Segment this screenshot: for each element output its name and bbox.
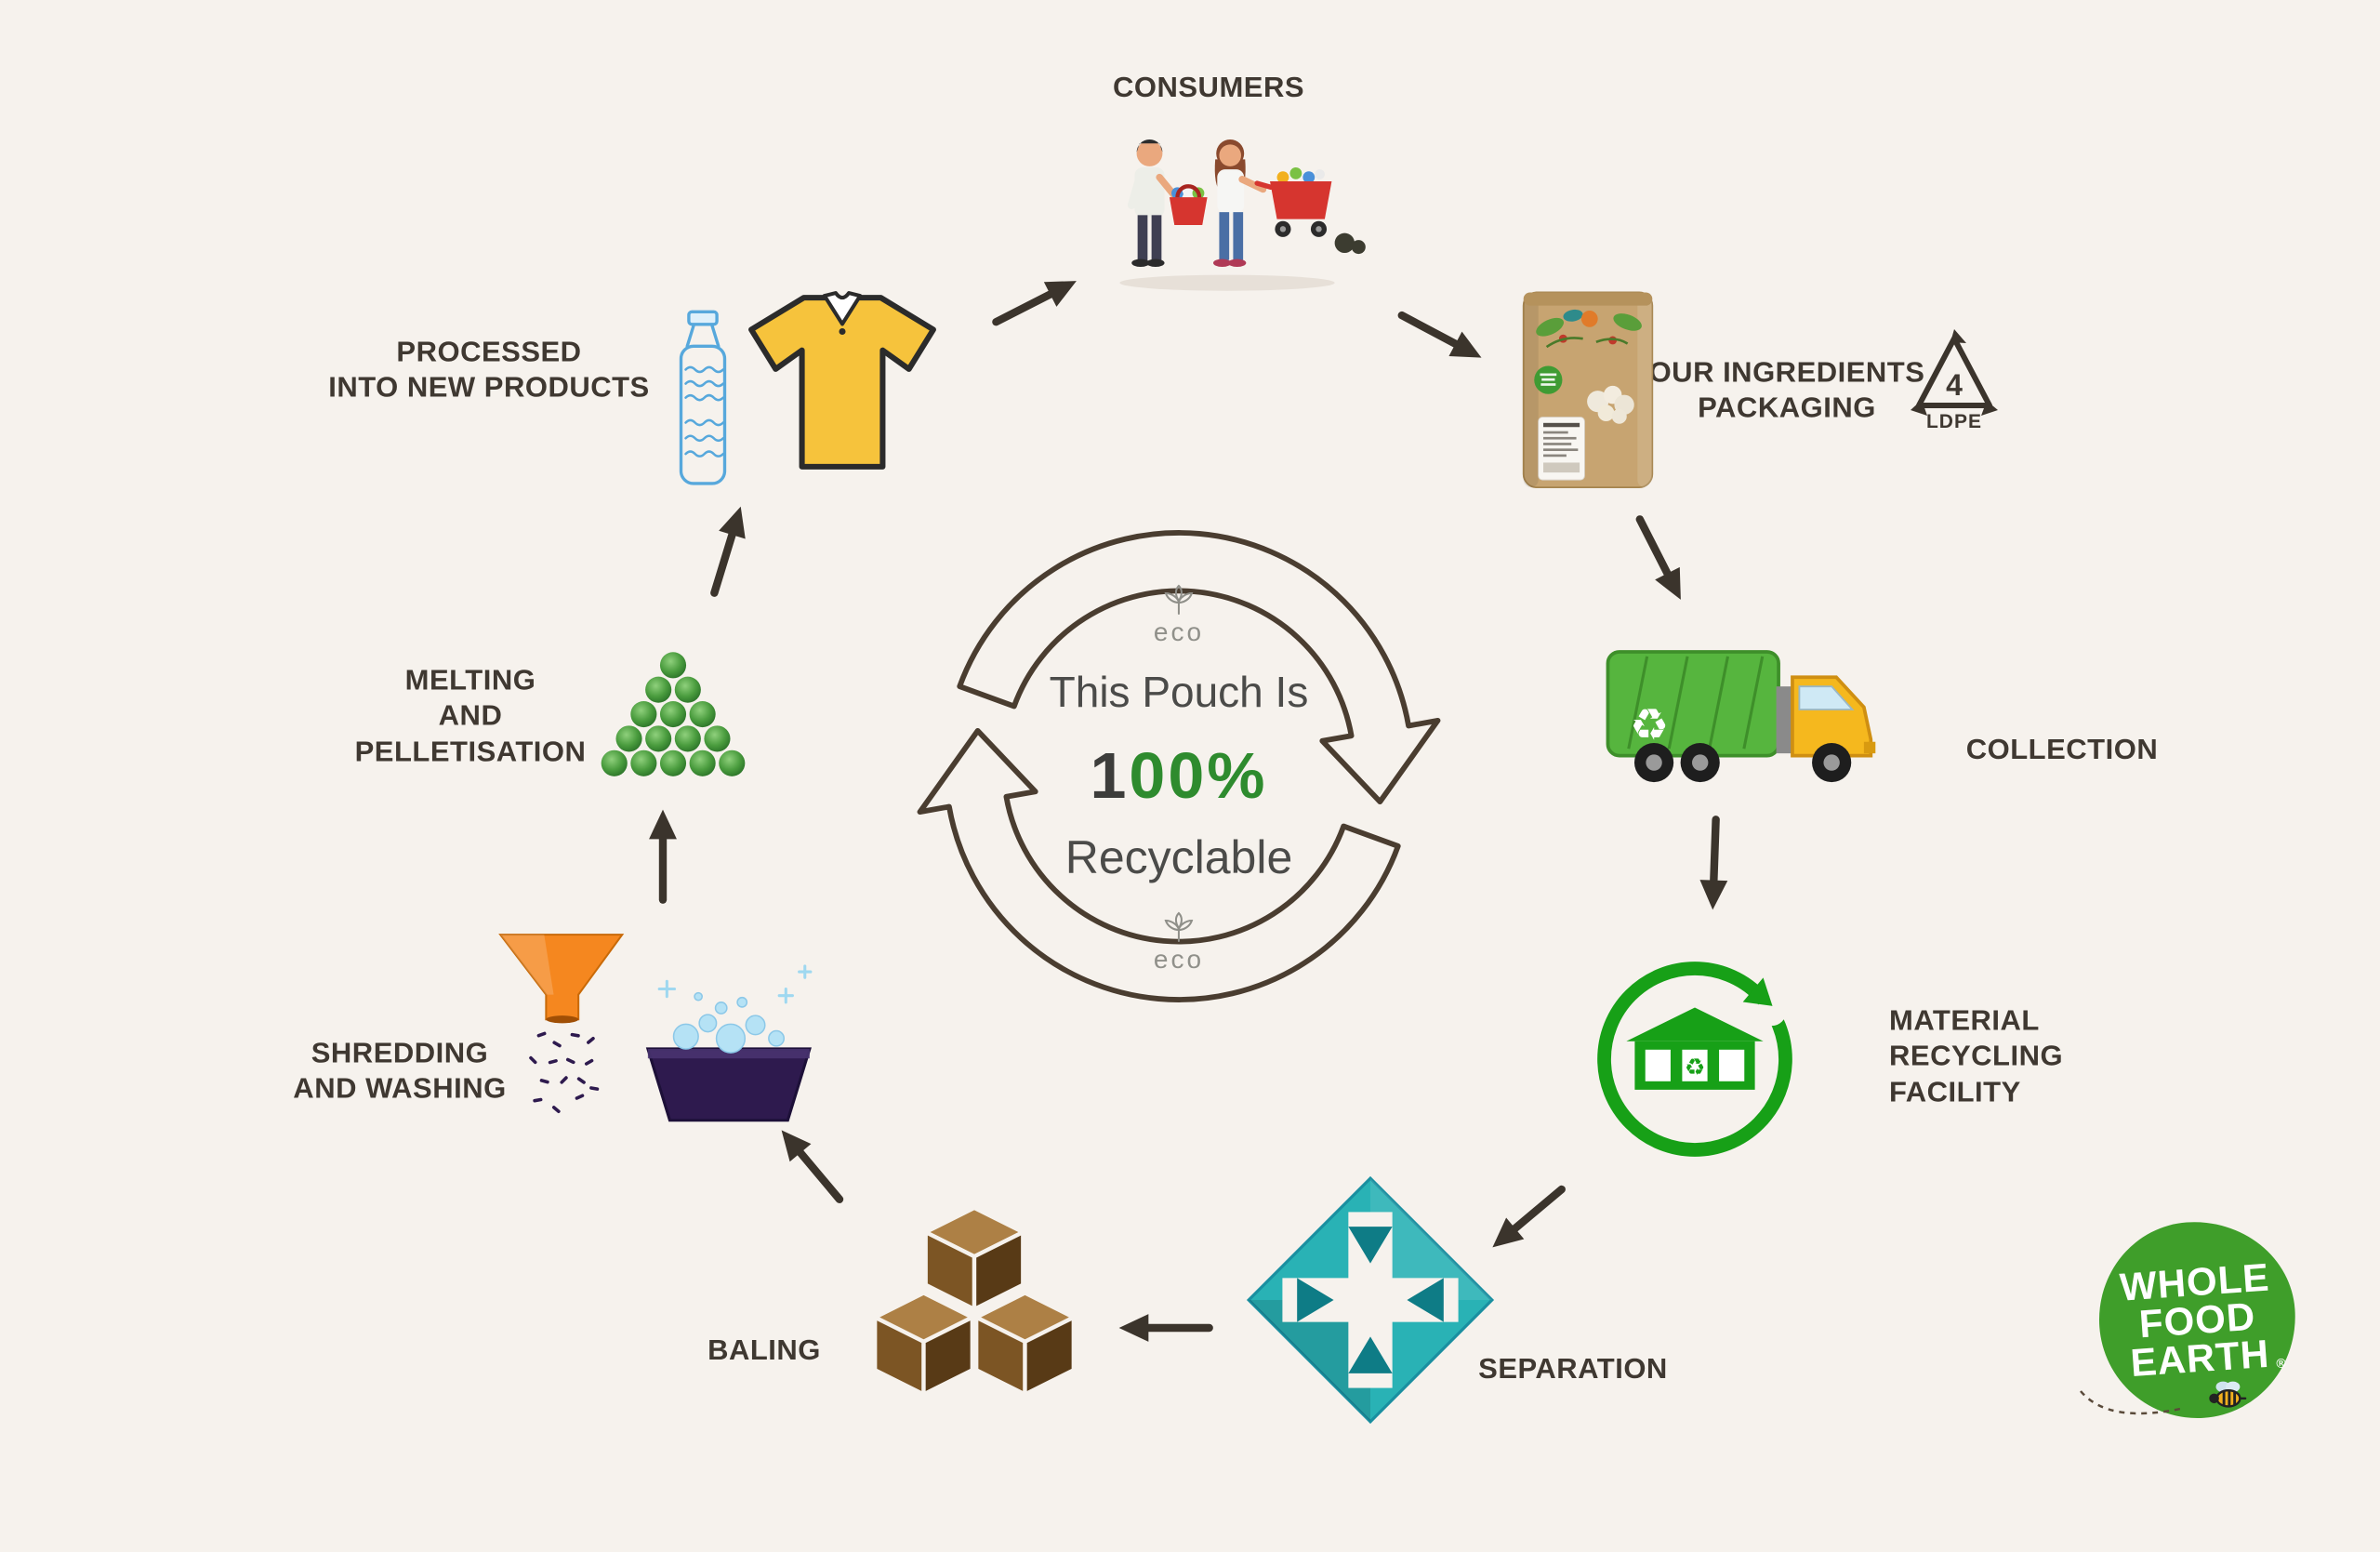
flow-arrow-consumers-to-packaging: [1397, 311, 1482, 358]
eco-badge-bottom: eco: [1154, 911, 1204, 975]
bee-icon: [2209, 1381, 2247, 1408]
flow-arrow-collection-to-mrf: [1699, 816, 1728, 910]
garbage-truck-icon: ♻: [1606, 650, 1876, 783]
eco-label: eco: [1153, 945, 1205, 974]
eco-sprout-icon: [1164, 584, 1194, 615]
flow-arrow-packaging-to-collection: [1635, 515, 1681, 600]
label-separation: SEPARATION: [1478, 1351, 1668, 1385]
flow-arrow-separation-to-baling: [1118, 1314, 1213, 1342]
flow-arrow-baling-to-shredding: [781, 1130, 844, 1203]
label-melting: MELTING AND PELLETISATION: [354, 663, 587, 768]
separation-icon: [1246, 1175, 1495, 1425]
label-consumers: CONSUMERS: [1112, 70, 1305, 103]
percentage-dark-part: 1: [1090, 739, 1130, 812]
eco-badge-top: eco: [1154, 584, 1204, 647]
ldpe-recycling-icon: 4 LDPE: [1911, 329, 1998, 431]
registered-mark: ®: [2275, 1354, 2288, 1371]
bubbles: [672, 991, 786, 1054]
facility-recycle-icon: ♻: [1685, 1055, 1705, 1081]
label-packaging: OUR INGREDIENTS PACKAGING: [1648, 355, 1925, 424]
pouch-icon: [1522, 291, 1654, 489]
flow-arrow-shredding-to-melting: [649, 809, 677, 904]
center-percentage: 100%: [1090, 738, 1267, 813]
bee-trail-icon: [2080, 1390, 2186, 1415]
truck-recycle-icon: ♻: [1630, 699, 1669, 749]
flow-arrow-melting-to-products: [710, 506, 746, 597]
sparkles: [657, 964, 813, 1004]
ldpe-code: LDPE: [1926, 411, 1982, 431]
shreds: [529, 1031, 600, 1113]
shredding-washing-icon: [498, 934, 813, 1122]
recycling-facility-icon: ♻: [1597, 962, 1792, 1157]
eco-label: eco: [1153, 617, 1205, 646]
label-baling: BALING: [707, 1333, 821, 1366]
center-line-2: Recyclable: [1064, 831, 1293, 883]
tshirt-icon: [748, 291, 936, 470]
consumers-icon: [1119, 139, 1366, 291]
label-collection: COLLECTION: [1965, 732, 2159, 765]
label-shredding: SHREDDING AND WASHING: [293, 1036, 507, 1105]
flow-arrow-mrf-to-separation: [1492, 1185, 1566, 1248]
label-products: PROCESSED INTO NEW PRODUCTS: [328, 335, 650, 404]
cycle-diagram: eco This Pouch Is 100% Recyclable eco: [909, 497, 1448, 1036]
pellets-icon: [601, 652, 746, 776]
label-mrf: MATERIAL RECYCLING FACILITY: [1889, 1003, 2064, 1108]
flow-arrow-products-to-consumers: [992, 281, 1077, 326]
eco-sprout-icon: [1164, 911, 1194, 942]
bottle-icon: [679, 310, 727, 485]
center-line-1: This Pouch Is: [1049, 668, 1309, 716]
baling-cubes-icon: [873, 1205, 1077, 1397]
ldpe-number: 4: [1946, 368, 1963, 402]
percentage-green-part: 00%: [1129, 739, 1268, 812]
cycle-arrows-icon: [917, 530, 1441, 1002]
